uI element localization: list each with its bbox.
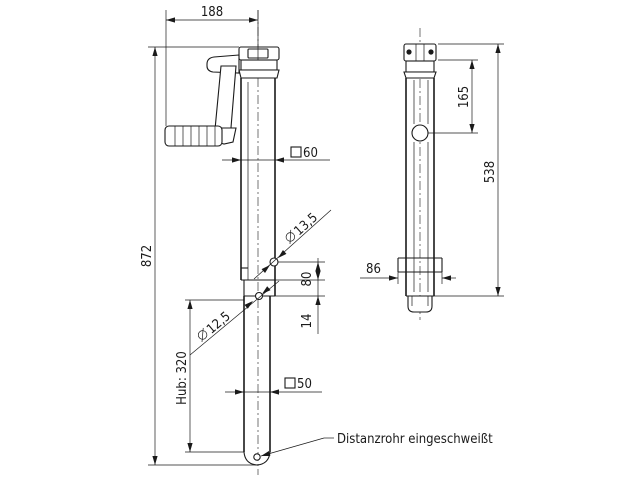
square-symbol-icon: [290, 146, 302, 158]
dim-total-height-label: 872: [140, 245, 155, 267]
diameter-symbol-icon: [197, 330, 208, 340]
dim-side-height-label: 538: [483, 161, 498, 183]
side-hole: [411, 124, 429, 142]
dim-total-height: 872: [140, 46, 257, 466]
crank-grip: [164, 125, 223, 147]
lower-pin-hole: [254, 291, 264, 301]
jack-head: [238, 46, 280, 79]
dim-top-to-hole: 165: [428, 59, 478, 134]
dim-side-height: 538: [434, 43, 504, 297]
dim-hole-spacing: 80 14: [263, 258, 325, 334]
note-leader: Distanzrohr eingeschweißt: [260, 432, 493, 459]
note-label: Distanzrohr eingeschweißt: [337, 432, 493, 447]
dim-hole-lower-label: 12,5: [204, 309, 234, 337]
dim-hole-spacing-label: 80: [300, 272, 315, 287]
dim-flange-width-label: 86: [366, 262, 381, 277]
dim-tube-inner: 50: [225, 377, 322, 395]
dim-hole-lower: 12,5: [189, 280, 280, 356]
side-head: [403, 43, 437, 79]
dim-flange-width: 86: [360, 262, 456, 284]
dim-tube-outer: 60: [222, 146, 330, 163]
diameter-symbol-icon: [285, 232, 296, 242]
dim-stroke: Hub: 320: [175, 299, 244, 453]
side-view: 165 538 86: [360, 28, 504, 320]
crank-handle: [164, 54, 240, 147]
dim-crank-offset-label: 188: [201, 5, 223, 20]
upper-pin-hole: [269, 257, 279, 267]
dim-crank-offset: 188: [165, 5, 259, 126]
dim-hole-upper-label: 13,5: [292, 210, 321, 239]
dim-tube-outer-label: 60: [303, 146, 318, 161]
bottom-pin-hole: [253, 453, 261, 461]
front-view: 188 60 13,5: [140, 5, 493, 475]
side-foot: [397, 257, 443, 313]
dim-stroke-label: Hub: 320: [175, 351, 190, 405]
dim-tube-inner-label: 50: [297, 377, 312, 392]
dim-hole-offset-label: 14: [300, 314, 315, 329]
dim-top-to-hole-label: 165: [457, 86, 472, 108]
square-symbol-icon: [284, 377, 296, 389]
inner-tube: [243, 296, 271, 466]
